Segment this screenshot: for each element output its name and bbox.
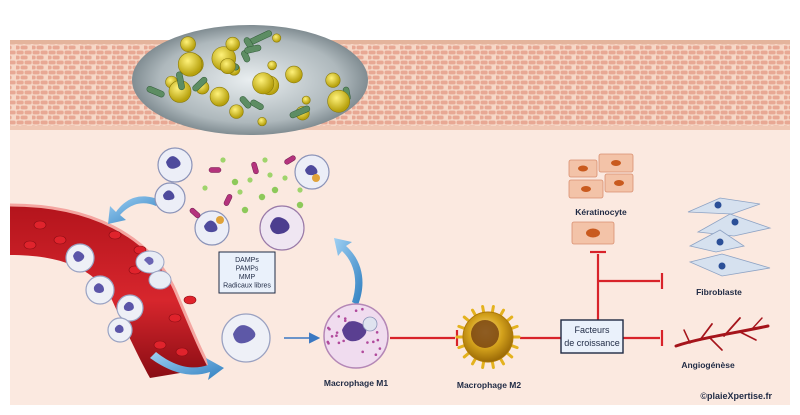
signal-mmp: MMP xyxy=(239,274,256,281)
label-macrophage-m2: Macrophage M2 xyxy=(457,380,522,390)
label-macrophage-m1: Macrophage M1 xyxy=(324,378,389,388)
angiogenesis-vessels xyxy=(674,317,770,351)
macrophage-m1 xyxy=(323,303,389,369)
label-fibroblast: Fibroblaste xyxy=(696,287,742,297)
signal-pamps: PAMPs xyxy=(236,266,259,273)
arrow-m1-to-infection xyxy=(334,238,363,305)
growth-factors-line2: de croissance xyxy=(564,338,620,348)
arrow-vessel-to-infection xyxy=(108,196,160,224)
growth-factors-line1: Facteurs xyxy=(574,325,610,335)
keratinocytes xyxy=(568,153,634,245)
monocyte xyxy=(221,313,271,363)
signal-radicaux-libres: Radicaux libres xyxy=(223,283,271,290)
macrophage-m2 xyxy=(455,304,521,370)
signal-damps: DAMPs xyxy=(235,257,259,264)
label-angiogenesis: Angiogénèse xyxy=(681,360,735,370)
fibroblasts xyxy=(687,197,772,277)
vessel-neutrophils xyxy=(65,243,172,343)
copyright-label: ©plaieXpertise.fr xyxy=(700,391,772,401)
arrow-vessel-to-macrophage xyxy=(150,352,224,380)
label-keratinocyte: Kératinocyte xyxy=(575,207,627,217)
skin-layer xyxy=(10,40,790,130)
biofilm-wound xyxy=(132,25,368,135)
infection-cluster xyxy=(154,147,330,251)
inflammatory-signals-box: DAMPs PAMPs MMP Radicaux libres xyxy=(218,251,276,294)
growth-factors-box: Facteurs de croissance xyxy=(560,319,624,354)
